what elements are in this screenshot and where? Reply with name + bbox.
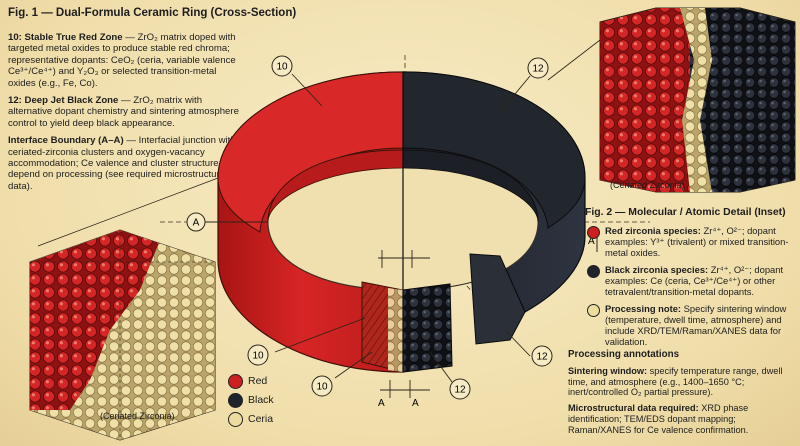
inset-top-right bbox=[599, 7, 796, 193]
processing-note-title: Processing note: bbox=[605, 303, 682, 314]
legend-swatch-red bbox=[228, 374, 243, 389]
section-a-bottom-right-label: A bbox=[412, 398, 419, 409]
callout-leaders bbox=[205, 73, 531, 383]
ceramic-ring bbox=[217, 71, 586, 373]
callout-black-12-bottom-label: 12 bbox=[454, 385, 466, 396]
note-red-title: 10: Stable True Red Zone bbox=[8, 32, 123, 43]
note-red-zone: 10: Stable True Red Zone — ZrO₂ matrix d… bbox=[8, 32, 240, 89]
note-iface-title: Interface Boundary (A–A) bbox=[8, 135, 124, 147]
sintering-window-note: Sintering window: specify temperature ra… bbox=[568, 366, 796, 398]
processing-note-dot bbox=[587, 304, 600, 317]
callout-black-12-bottom: 12 bbox=[449, 378, 471, 400]
species-black-title: Black zirconia species: bbox=[605, 264, 709, 275]
note-iface-body: — Interfacial junction with ceriated-zir… bbox=[8, 135, 236, 192]
callout-black-12-right: 12 bbox=[531, 345, 553, 367]
section-a-right-label: A bbox=[588, 236, 595, 247]
microstructural-body: XRD phase identification; TEM/EDS dopant… bbox=[568, 403, 749, 435]
legend-item-red: Red bbox=[228, 374, 274, 393]
microstructural-title: Microstructural data required: bbox=[568, 403, 699, 414]
inset-leaders bbox=[37, 39, 601, 247]
callout-black-12-right-label: 12 bbox=[536, 352, 548, 363]
species-red-body: Zr⁴⁺, O²⁻; dopant examples: Y³⁺ (trivale… bbox=[605, 225, 789, 258]
sintering-window-body: specify temperature range, dwell time, a… bbox=[568, 365, 783, 398]
processing-note-body: Specify sintering window (temperature, d… bbox=[605, 303, 787, 347]
callout-red-10: 10 bbox=[271, 55, 293, 77]
figure-2-title: Fig. 2 — Molecular / Atomic Detail (Inse… bbox=[585, 207, 786, 218]
callout-red-10-label: 10 bbox=[276, 62, 288, 73]
inset-top-caption: (Ceriated Zirconia) bbox=[610, 180, 685, 190]
legend-label-red: Red bbox=[248, 375, 268, 387]
section-marker-a-left: A bbox=[186, 212, 206, 232]
fig1-notes: 10: Stable True Red Zone — ZrO₂ matrix d… bbox=[8, 32, 240, 198]
ring-black-inner-wall bbox=[402, 149, 539, 223]
legend-label-ceria: Ceria bbox=[248, 413, 274, 425]
callout-black-12: 12 bbox=[527, 57, 549, 79]
species-red: Red zirconia species: Zr⁴⁺, O²⁻; dopant … bbox=[585, 225, 797, 258]
microstructural-note: Microstructural data required: XRD phase… bbox=[568, 403, 796, 435]
color-legend: Red Black Ceria bbox=[228, 374, 274, 431]
note-red-body: — ZrO₂ matrix doped with targeted metal … bbox=[8, 32, 236, 89]
legend-item-black: Black bbox=[228, 393, 274, 412]
inset-top-red-grains bbox=[600, 8, 700, 192]
callout-red-10-bottom-label: 10 bbox=[316, 382, 328, 393]
dimension-markers bbox=[378, 250, 430, 398]
inset-bottom-caption: (Ceriated Zirconia) bbox=[100, 411, 175, 421]
interface-ceria-grains bbox=[388, 288, 403, 372]
ring-stepped-cut bbox=[469, 253, 526, 345]
species-red-dot bbox=[587, 226, 600, 239]
inset-bottom-red-grains bbox=[30, 230, 160, 410]
species-black-body: Zr⁴⁺, O²⁻; dopant examples: Ce (ceria, C… bbox=[605, 264, 784, 297]
figure-2-panel: Fig. 2 — Molecular / Atomic Detail (Inse… bbox=[585, 207, 797, 353]
callout-red-10-bottom: 10 bbox=[311, 375, 333, 397]
note-black-zone: 12: Deep Jet Black Zone — ZrO₂ matrix wi… bbox=[8, 95, 240, 129]
callout-red-10-lower-left-label: 10 bbox=[252, 351, 264, 362]
legend-label-black: Black bbox=[248, 394, 274, 406]
callout-black-12-label: 12 bbox=[532, 64, 544, 75]
processing-annotations: Processing annotations Sintering window:… bbox=[568, 349, 796, 441]
figure-1-title: Fig. 1 — Dual-Formula Ceramic Ring (Cros… bbox=[8, 7, 297, 19]
legend-swatch-black bbox=[228, 393, 243, 408]
section-a-bottom-left-label: A bbox=[378, 398, 385, 409]
inset-top-ceria-grains bbox=[680, 8, 712, 192]
species-red-title: Red zirconia species: bbox=[605, 225, 701, 236]
legend-item-ceria: Ceria bbox=[228, 412, 274, 431]
section-a-left-label: A bbox=[193, 218, 200, 229]
sintering-window-title: Sintering window: bbox=[568, 365, 648, 376]
callout-red-10-lower-left: 10 bbox=[247, 344, 269, 366]
legend-swatch-ceria bbox=[228, 412, 243, 427]
species-black: Black zirconia species: Zr⁴⁺, O²⁻; dopan… bbox=[585, 264, 797, 297]
note-black-title: 12: Deep Jet Black Zone bbox=[8, 95, 119, 107]
inset-bottom-left bbox=[29, 229, 216, 441]
note-black-body: — ZrO₂ matrix with alternative dopant ch… bbox=[8, 95, 239, 129]
species-black-dot bbox=[587, 265, 600, 278]
note-interface: Interface Boundary (A–A) — Interfacial j… bbox=[8, 135, 240, 192]
ring-black-cross-section bbox=[402, 283, 453, 373]
processing-note: Processing note: Specify sintering windo… bbox=[585, 303, 797, 347]
processing-annotations-title: Processing annotations bbox=[568, 349, 680, 360]
